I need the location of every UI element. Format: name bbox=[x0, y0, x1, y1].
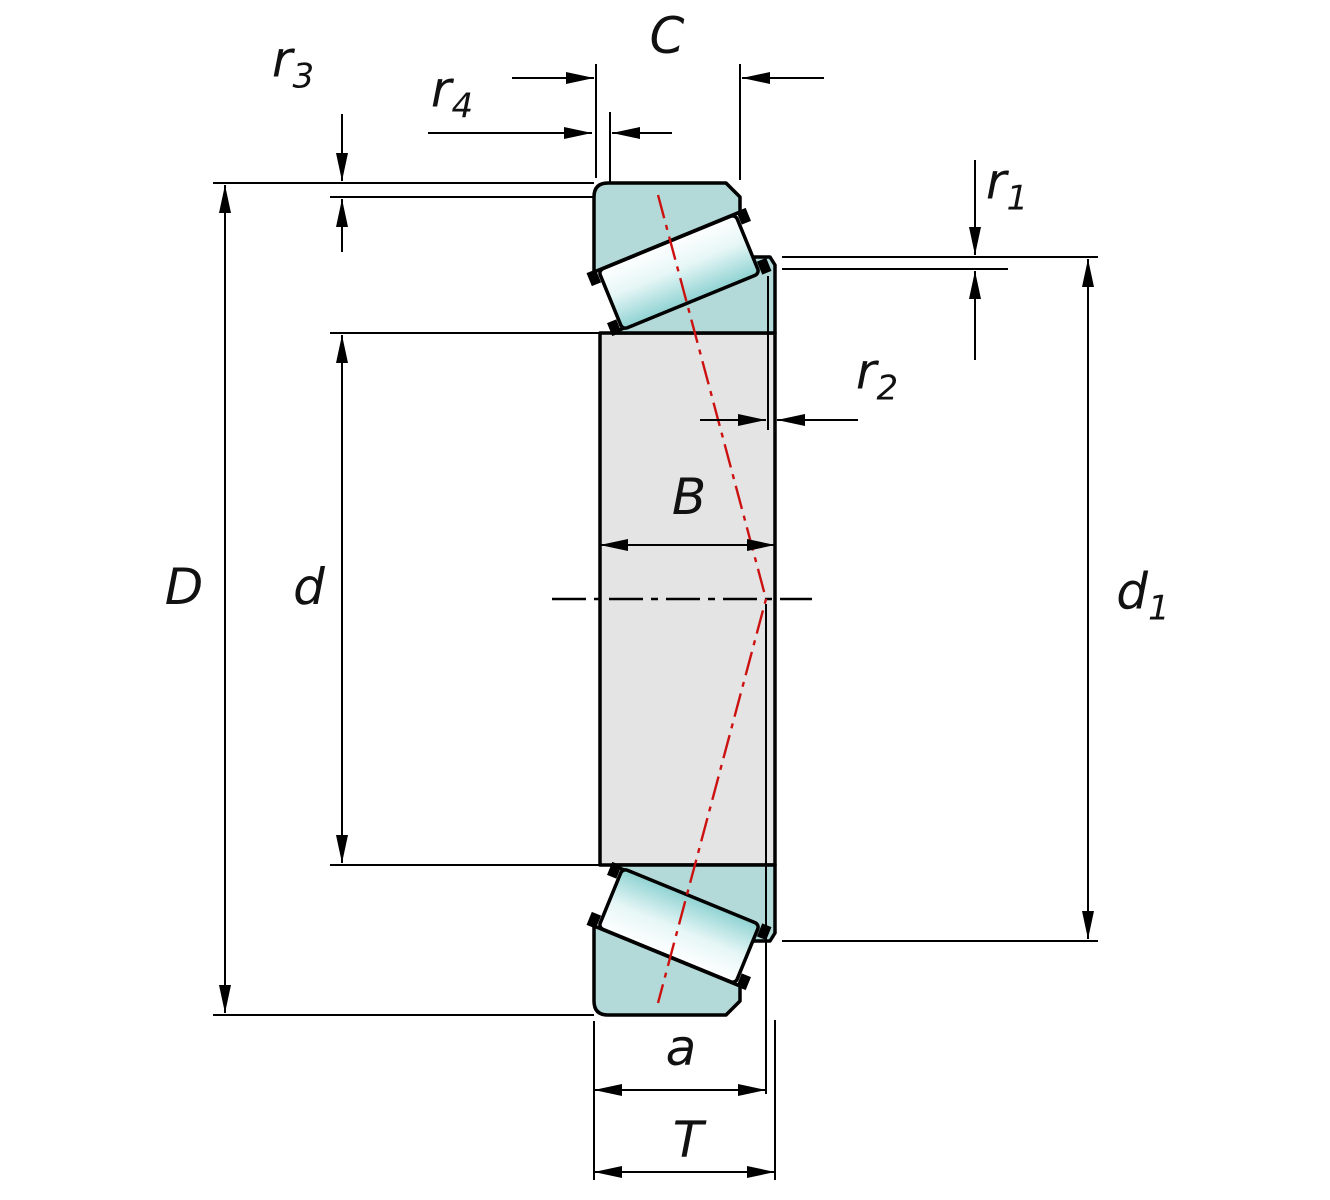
label-T: T bbox=[672, 1111, 704, 1169]
tapered-roller-top bbox=[586, 207, 772, 337]
extension-lines bbox=[213, 64, 1098, 1180]
cage-tab bbox=[607, 319, 622, 337]
cage-tab bbox=[736, 973, 751, 991]
label-d: d bbox=[293, 558, 325, 616]
cage-tab bbox=[586, 269, 602, 287]
label-D: D bbox=[164, 558, 204, 616]
tapered-roller-bottom bbox=[586, 861, 772, 991]
label-a: a bbox=[665, 1019, 697, 1077]
label-B: B bbox=[671, 468, 707, 526]
roller-body bbox=[598, 214, 760, 330]
label-d1: d1 bbox=[1116, 562, 1170, 629]
label-r3: r3 bbox=[271, 30, 315, 97]
dimension-lines bbox=[219, 72, 1094, 1178]
outer-ring-bottom-section bbox=[592, 924, 742, 1017]
label-r4: r4 bbox=[430, 60, 474, 127]
cage-tab bbox=[756, 923, 772, 941]
label-C: C bbox=[649, 7, 685, 65]
roller-body bbox=[598, 868, 760, 984]
label-r1: r1 bbox=[985, 152, 1029, 219]
label-r2: r2 bbox=[855, 342, 899, 409]
cage-tab bbox=[756, 257, 772, 275]
pressure-line bbox=[656, 194, 768, 1004]
cage-tab bbox=[736, 207, 751, 225]
cage-tab bbox=[586, 911, 602, 929]
cage-tab bbox=[607, 861, 622, 879]
bearing-cross-section bbox=[552, 181, 812, 1017]
